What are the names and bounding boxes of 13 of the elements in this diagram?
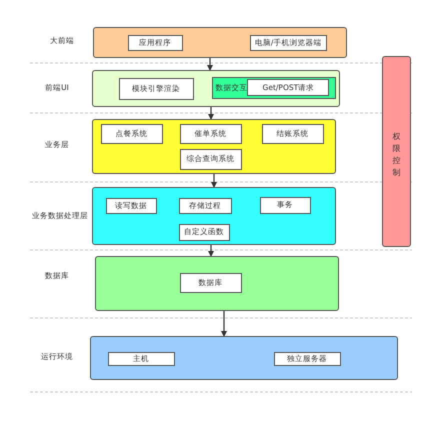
side-band: 权限控制 (382, 56, 411, 247)
arrow (221, 311, 227, 337)
arrow (211, 174, 217, 188)
layer-band (92, 187, 336, 245)
layer-band (93, 27, 347, 58)
layer-band (95, 256, 339, 311)
arrow (207, 58, 213, 71)
layer-band (92, 119, 336, 174)
layer-band (90, 336, 398, 380)
layer-band (92, 70, 340, 107)
group-box (212, 76, 336, 99)
arrow (208, 107, 214, 120)
arrow (208, 245, 214, 257)
